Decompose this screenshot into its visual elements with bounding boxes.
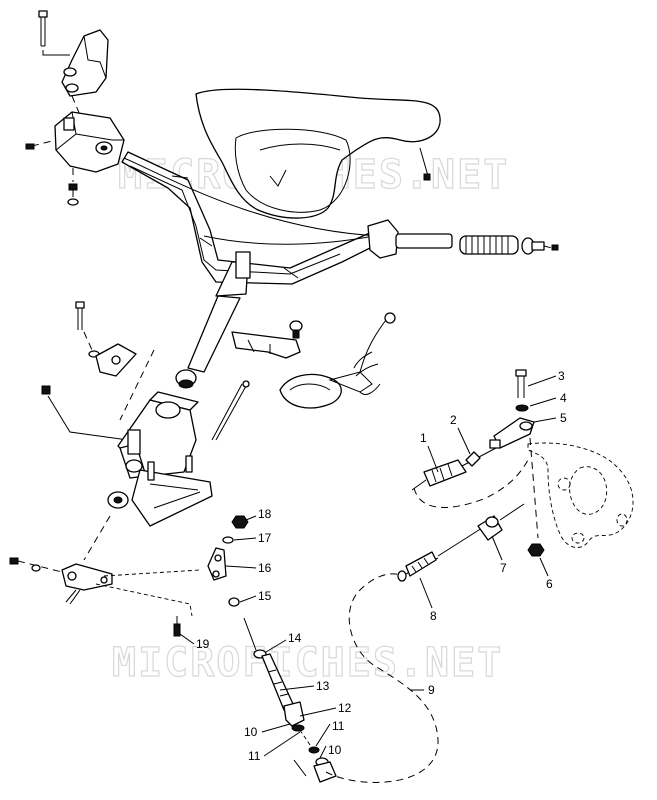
cable-7: [437, 503, 525, 557]
callout-labels: 1 2 3 4 5 6 7 8 9 10 10 11 11 12 13 14 1…: [196, 369, 567, 763]
cotter-pin: [211, 380, 250, 441]
steering-arm: [61, 563, 113, 605]
throttle-cable: [123, 157, 381, 245]
steering-support: [107, 391, 213, 527]
callout-15: 15: [258, 589, 272, 603]
nut-left: [41, 385, 51, 395]
leader-lines: [179, 375, 557, 759]
callout-10-upper: 10: [244, 725, 258, 739]
callout-7: 7: [500, 561, 507, 575]
hand-guard-pad: [195, 88, 441, 219]
callout-6: 6: [546, 577, 553, 591]
callout-13: 13: [316, 679, 330, 693]
tie-rod-path: [95, 569, 201, 617]
right-throttle-housing: [367, 219, 453, 259]
support-bolt-top: [75, 301, 85, 330]
callout-10-lower: 10: [328, 743, 342, 757]
callout-8: 8: [430, 609, 437, 623]
bushing-plate: [95, 343, 137, 377]
callout-18: 18: [258, 507, 272, 521]
tether-switch: [279, 312, 396, 409]
callout-3: 3: [558, 369, 565, 383]
lower-cable-fittings: [293, 729, 337, 783]
hex-nut-18: [231, 515, 249, 529]
lower-bolt-left: [9, 557, 63, 573]
push-rivet: [289, 320, 303, 339]
cable-1: [411, 447, 497, 491]
pad-screw: [419, 147, 431, 181]
steering-post: [175, 251, 251, 389]
cable-1-loop: [413, 459, 529, 508]
top-bolt: [38, 10, 48, 47]
bolt-3: [515, 369, 527, 398]
nut-6: [527, 437, 545, 557]
nut-leader: [47, 395, 129, 441]
clamp-lock-nut: [67, 168, 79, 206]
cable-8: [397, 551, 439, 582]
carburetor-outline: [527, 442, 634, 549]
callout-11-left: 11: [248, 749, 261, 763]
cable-adjuster-5: [489, 417, 535, 449]
callout-4: 4: [560, 391, 567, 405]
tie-rod-end: [207, 547, 227, 581]
callout-16: 16: [258, 561, 272, 575]
cable-9: [325, 573, 439, 783]
mount-bracket: [61, 29, 109, 97]
callout-1: 1: [420, 431, 427, 445]
bolt-leader: [42, 50, 70, 56]
callout-2: 2: [450, 413, 457, 427]
callout-19: 19: [196, 637, 210, 651]
hand-grip: [459, 235, 519, 255]
lower-cable-13: [243, 617, 305, 732]
callout-9: 9: [428, 683, 435, 697]
clamp-screw-left: [25, 139, 57, 150]
callout-17: 17: [258, 531, 272, 545]
bolt-19: [173, 616, 181, 637]
callout-12: 12: [338, 701, 352, 715]
bar-end-cap: [521, 237, 559, 255]
handlebar-clamp: [54, 111, 125, 173]
callout-5: 5: [560, 411, 567, 425]
callout-11-right: 11: [332, 719, 345, 733]
washer-4: [515, 404, 529, 412]
callout-14: 14: [288, 631, 302, 645]
watermark-bottom: MICROFICHES.NET: [112, 640, 503, 686]
washer-17: [222, 536, 234, 544]
washer-15: [228, 597, 240, 607]
cable-2: [465, 451, 481, 467]
wire-clip: [231, 331, 301, 359]
